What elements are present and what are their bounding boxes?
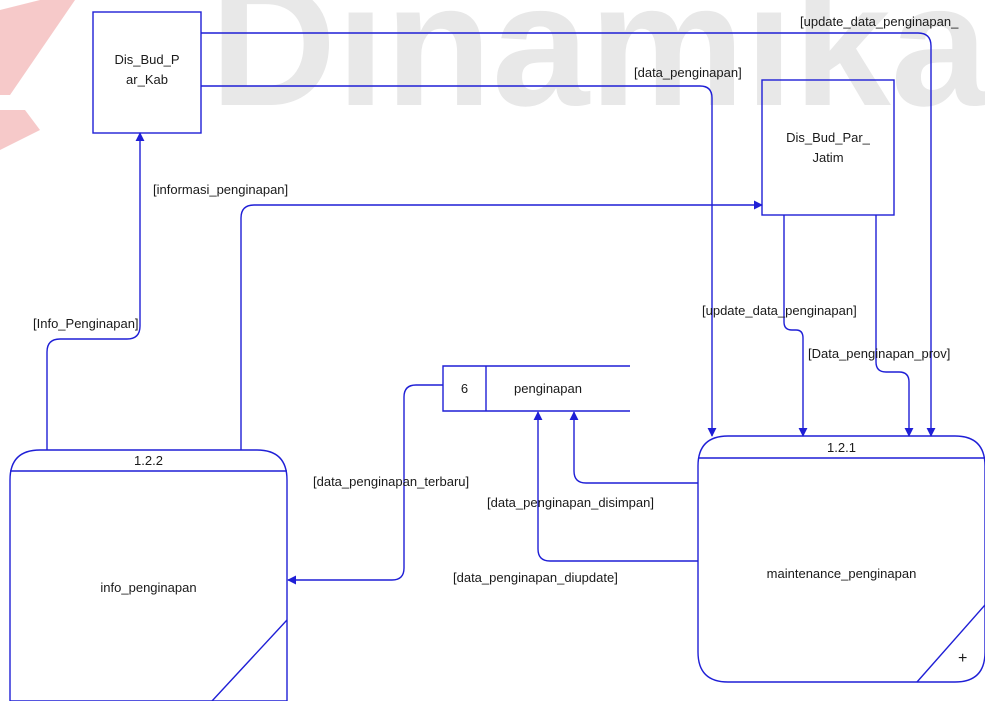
entity-kab-label-line2: ar_Kab bbox=[126, 72, 168, 87]
flow-label-info-penginapan: [Info_Penginapan] bbox=[33, 316, 139, 331]
flow-info-penginapan[interactable] bbox=[46, 132, 145, 450]
flow-label-data-penginapan-disimpan: [data_penginapan_disimpan] bbox=[487, 495, 654, 510]
process-maintenance-penginapan-shape[interactable] bbox=[697, 435, 985, 683]
flow-label-data-penginapan-prov: [Data_penginapan_prov] bbox=[808, 346, 951, 361]
watermark-logo bbox=[0, 0, 75, 150]
process-info-name: info_penginapan bbox=[100, 580, 197, 595]
process-info-penginapan-shape[interactable] bbox=[9, 449, 288, 701]
entity-dis-bud-par-jatim[interactable] bbox=[761, 79, 895, 216]
flow-label-data-penginapan-diupdate: [data_penginapan_diupdate] bbox=[453, 570, 618, 585]
entity-jatim-label-line1: Dis_Bud_Par_ bbox=[786, 130, 870, 145]
flow-data-penginapan-diupdate[interactable] bbox=[533, 411, 698, 562]
entity-jatim-label: Dis_Bud_Par_ Jatim bbox=[762, 128, 894, 168]
watermark-text: Dinamika bbox=[210, 0, 985, 143]
flow-label-update-top: [update_data_penginapan_ bbox=[800, 14, 959, 29]
entity-dis-bud-par-kab[interactable] bbox=[92, 11, 202, 134]
flow-data-penginapan-disimpan[interactable] bbox=[569, 411, 698, 484]
flow-update-top[interactable] bbox=[201, 32, 936, 437]
entity-kab-label-line1: Dis_Bud_P bbox=[114, 52, 180, 67]
entity-jatim-label-line2: Jatim bbox=[812, 150, 844, 165]
process-info-id: 1.2.2 bbox=[134, 453, 163, 468]
datastore-name: penginapan bbox=[514, 381, 582, 396]
flow-label-data-penginapan-terbaru: [data_penginapan_terbaru] bbox=[313, 474, 470, 489]
datastore-penginapan-shape[interactable] bbox=[442, 365, 630, 412]
flow-data-penginapan[interactable] bbox=[201, 85, 717, 437]
flow-label-informasi-penginapan: [informasi_penginapan] bbox=[153, 182, 289, 197]
flow-label-data-penginapan: [data_penginapan] bbox=[634, 65, 742, 80]
process-maintenance-id: 1.2.1 bbox=[827, 440, 856, 455]
flow-label-update-mid: [update_data_penginapan] bbox=[702, 303, 857, 318]
process-maintenance-name: maintenance_penginapan bbox=[766, 566, 917, 581]
entity-kab-label: Dis_Bud_P ar_Kab bbox=[93, 50, 201, 90]
flow-data-penginapan-prov[interactable] bbox=[875, 215, 914, 437]
process-maintenance-corner bbox=[916, 604, 985, 683]
flow-informasi-penginapan[interactable] bbox=[240, 200, 763, 450]
flow-update-mid[interactable] bbox=[783, 215, 808, 437]
process-maintenance-expand-marker[interactable]: + bbox=[958, 650, 968, 667]
process-info-corner bbox=[211, 619, 288, 701]
datastore-number: 6 bbox=[460, 381, 469, 396]
flow-data-penginapan-terbaru[interactable] bbox=[287, 384, 443, 585]
